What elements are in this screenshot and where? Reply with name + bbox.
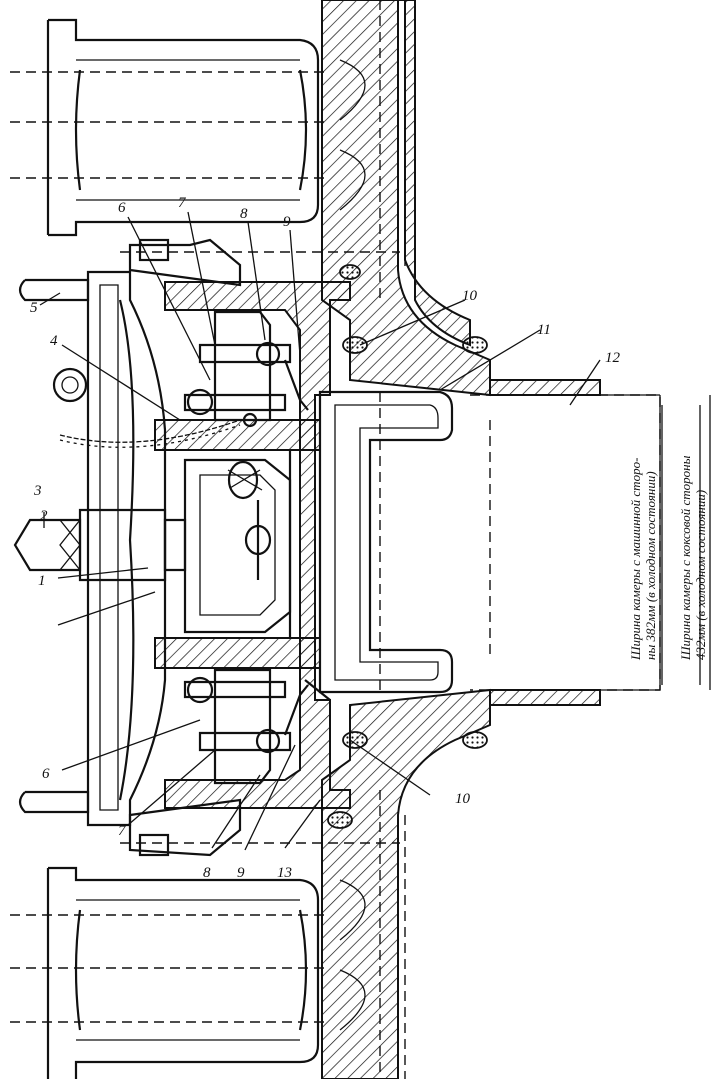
crossbar-mechanism xyxy=(183,458,292,634)
label-8-bottom: 8 xyxy=(203,865,211,881)
door-body xyxy=(154,281,351,809)
label-6-top: 6 xyxy=(118,200,126,216)
coke-side-width-line2: 432мм (в холодном состоянии) xyxy=(693,490,708,660)
bottom-clamp xyxy=(183,668,331,785)
top-wheel xyxy=(10,18,330,237)
label-1: 1 xyxy=(38,573,46,589)
label-5: 5 xyxy=(30,300,38,316)
oven-wall xyxy=(321,0,491,1079)
label-7-top: 7 xyxy=(178,195,187,211)
machine-side-width-line2: ны 382мм (в холодном состоянии) xyxy=(643,471,658,660)
door-plug xyxy=(318,390,454,694)
latch-hooks xyxy=(18,238,400,857)
label-13: 13 xyxy=(277,865,292,881)
label-10-top: 10 xyxy=(462,288,478,304)
leader-lines xyxy=(39,211,701,851)
label-3: 3 xyxy=(33,483,42,499)
label-2: 2 xyxy=(40,508,48,524)
label-12: 12 xyxy=(605,350,621,366)
coke-side-width-line1: Ширина камеры с коксовой стороны xyxy=(678,455,693,661)
label-7-bottom: 7 xyxy=(118,823,127,839)
label-4: 4 xyxy=(50,333,58,349)
seals xyxy=(327,264,488,829)
top-clamp xyxy=(183,310,309,422)
chain xyxy=(59,412,258,448)
label-9-top: 9 xyxy=(283,214,291,230)
label-8-top: 8 xyxy=(240,206,248,222)
machine-side-width-line1: Ширина камеры с машинной сторо- xyxy=(628,458,643,661)
chamber-outline xyxy=(470,379,711,706)
label-9-bottom: 9 xyxy=(237,865,245,881)
label-10-bottom: 10 xyxy=(455,791,471,807)
beam-and-screw xyxy=(13,270,187,827)
label-11: 11 xyxy=(537,322,551,338)
bottom-wheel xyxy=(10,866,330,1079)
label-6-bottom: 6 xyxy=(42,766,50,782)
